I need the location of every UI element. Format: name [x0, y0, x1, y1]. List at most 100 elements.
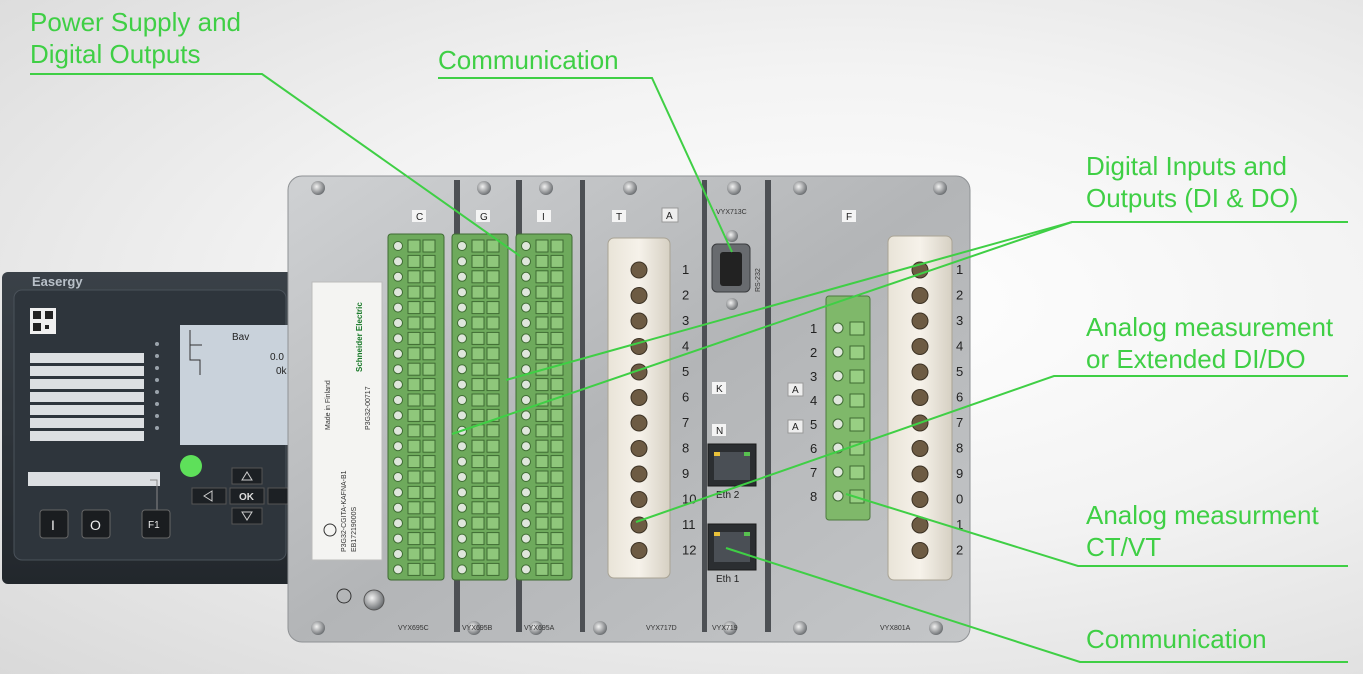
right-terminal-number: 4 [956, 339, 963, 354]
eth1-port[interactable]: Eth 1 [707, 523, 757, 585]
terminal-screw [521, 256, 531, 267]
module-codes: VYX695C VYX695B VYX695A VYX717D VYX719 V… [398, 625, 911, 632]
terminal-cell [550, 532, 564, 546]
rs232-port[interactable]: VYX713C RS-232 [711, 209, 762, 310]
terminal-cell [407, 547, 421, 561]
terminal-cell [535, 301, 549, 315]
terminal-cell [550, 408, 564, 422]
terminal-screw [393, 518, 403, 529]
right-terminal-screw [911, 465, 929, 483]
terminal-screw [393, 425, 403, 436]
label-strip-bottom [28, 472, 160, 486]
screen-text-ok: 0k [276, 366, 288, 377]
terminal-screw [393, 287, 403, 298]
terminal-cell [535, 316, 549, 330]
rating-label-plate: Schneider Electric P3G32-CGITA-KAFNA-B1 … [311, 281, 383, 561]
terminal-screw [521, 441, 531, 452]
terminal-cell [550, 470, 564, 484]
terminal-cell [471, 501, 485, 515]
terminal-cell [535, 424, 549, 438]
terminal-cell [422, 485, 436, 499]
navigation-pad[interactable]: OK [191, 467, 293, 525]
analog-terminal-screw [832, 418, 844, 430]
terminal-screw [521, 564, 531, 575]
terminal-cell [471, 532, 485, 546]
module-code-vyx695c: VYX695C [398, 625, 429, 632]
terminal-screw [393, 410, 403, 421]
terminal-cell [422, 393, 436, 407]
terminal-cell [407, 501, 421, 515]
terminal-cell [550, 378, 564, 392]
module-code-vyx717d: VYX717D [646, 625, 677, 632]
terminal-cell [535, 485, 549, 499]
slot-a2-label: A [792, 422, 799, 433]
terminal-cell [407, 285, 421, 299]
right-terminal-number: 3 [956, 313, 963, 328]
right-terminal-number: 8 [956, 441, 963, 456]
slot-c-label: C [416, 212, 423, 223]
terminal-screw [393, 456, 403, 467]
terminal-screw [393, 241, 403, 251]
analog-terminal-screw [832, 466, 844, 478]
right-terminal-screw [911, 542, 929, 559]
ct-terminal-screw [630, 465, 648, 483]
ct-terminal-screw [630, 516, 648, 534]
eth2-port[interactable]: Eth 2 [707, 443, 757, 501]
terminal-cell [471, 378, 485, 392]
i-button[interactable]: I [39, 509, 69, 539]
o-button-label: O [90, 517, 101, 533]
terminal-cell [471, 301, 485, 315]
f1-button[interactable]: F1 [141, 509, 171, 539]
callout-digital-io: Digital Inputs and Outputs (DI & DO) [1086, 151, 1299, 213]
terminal-screw [457, 364, 467, 375]
terminal-cell [407, 470, 421, 484]
terminal-cell [550, 316, 564, 330]
terminal-screw [521, 333, 531, 344]
front-panel: Easergy Bav 0.0 [2, 272, 298, 584]
terminal-screw [393, 364, 403, 375]
analog-terminal-screw [832, 370, 844, 382]
terminal-cell [471, 331, 485, 345]
terminal-cell [407, 408, 421, 422]
terminal-cell [471, 270, 485, 284]
down-arrow-button[interactable] [231, 507, 263, 525]
ct-terminal-screw [630, 414, 648, 432]
module-code-vyx713c: VYX713C [716, 209, 747, 216]
terminal-cell [486, 455, 500, 469]
slot-divider [702, 180, 707, 632]
slot-divider [765, 180, 771, 632]
terminal-cell [535, 285, 549, 299]
left-arrow-button[interactable] [191, 487, 227, 505]
ct-terminal-number: 5 [682, 364, 689, 379]
ct-terminal-number: 4 [682, 339, 689, 354]
analog-terminal-cell [849, 369, 865, 384]
terminal-cell [535, 347, 549, 361]
terminal-cell [407, 347, 421, 361]
terminal-screw [393, 348, 403, 359]
brand-easergy: Easergy [32, 274, 83, 289]
terminal-screw [393, 302, 403, 313]
terminal-cell [535, 239, 549, 253]
analog-terminal-screw [832, 490, 844, 502]
terminal-cell [422, 331, 436, 345]
terminal-cell [422, 562, 436, 576]
terminal-cell [486, 470, 500, 484]
screen-text-bav: Bav [232, 332, 249, 343]
analog-terminal-screw [832, 322, 844, 334]
up-arrow-button[interactable] [231, 467, 263, 485]
terminal-screw [521, 410, 531, 421]
ok-button[interactable] [229, 487, 265, 505]
right-terminal-number: 0 [956, 492, 963, 507]
terminal-screw [457, 487, 467, 498]
terminal-cell [486, 239, 500, 253]
terminal-cell [486, 439, 500, 453]
terminal-cell [550, 455, 564, 469]
terminal-cell [535, 331, 549, 345]
callout-power-supply: Power Supply and Digital Outputs [30, 7, 242, 69]
analog-terminal-cell [849, 417, 865, 432]
ct-terminal-screw [630, 440, 648, 457]
right-terminal-screw [911, 363, 929, 381]
terminal-screw [521, 287, 531, 298]
o-button[interactable]: O [81, 509, 111, 539]
terminal-cell [535, 455, 549, 469]
